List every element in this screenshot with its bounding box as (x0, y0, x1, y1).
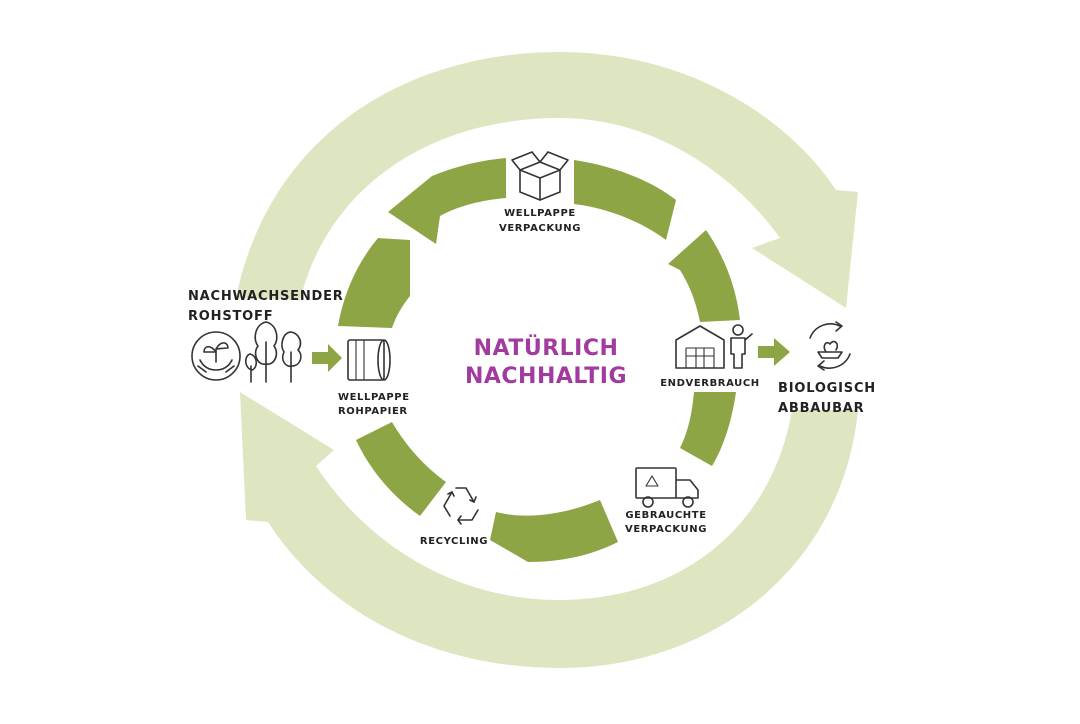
inner-segment-upper-right (668, 230, 740, 322)
biodegradable-label-line1: BIOLOGISCH (778, 381, 876, 396)
raw-paper-label-line2: ROHPAPIER (338, 406, 408, 417)
end-use-label: ENDVERBRAUCH (660, 378, 760, 389)
renewable-label-line1: NACHWACHSENDER (188, 289, 344, 304)
hands-plant-icon (191, 331, 241, 381)
flow-arrows (312, 338, 790, 372)
compost-cycle-icon (809, 321, 851, 371)
renewable-label-line2: ROHSTOFF (188, 309, 273, 324)
warehouse-icon (675, 325, 725, 369)
recycling-truck-icon (635, 467, 699, 508)
biodegradable-label-line2: ABBAUBAR (778, 401, 864, 416)
inner-segment-top-left (388, 158, 506, 244)
outer-arrow-top (236, 52, 858, 308)
inner-cycle (338, 158, 740, 562)
inner-segment-top-right (574, 160, 676, 240)
outer-arrow-bottom (240, 392, 858, 668)
center-title-line2: NACHHALTIG (465, 364, 627, 389)
used-packaging-label-line1: GEBRAUCHTE (625, 510, 706, 521)
center-title-line1: NATÜRLICH (474, 335, 619, 361)
recycle-icon (443, 487, 479, 525)
inner-segment-right (680, 392, 736, 466)
open-box-icon (511, 151, 569, 201)
paper-roll-icon (347, 339, 391, 381)
person-icon (730, 324, 753, 369)
inner-segment-bottom-right (490, 500, 618, 562)
flow-arrow-renewable-to-paper (312, 344, 342, 372)
recycling-label: RECYCLING (420, 536, 488, 547)
inner-segment-left (338, 238, 410, 328)
trees-icon (244, 321, 302, 383)
outer-cycle (236, 52, 858, 668)
packaging-label-line2: VERPACKUNG (499, 223, 581, 234)
raw-paper-label-line1: WELLPAPPE (338, 392, 410, 403)
flow-arrow-enduse-to-bio (758, 338, 790, 366)
used-packaging-label-line2: VERPACKUNG (625, 524, 707, 535)
inner-segment-bottom-left (356, 422, 446, 516)
packaging-label-line1: WELLPAPPE (504, 208, 576, 219)
